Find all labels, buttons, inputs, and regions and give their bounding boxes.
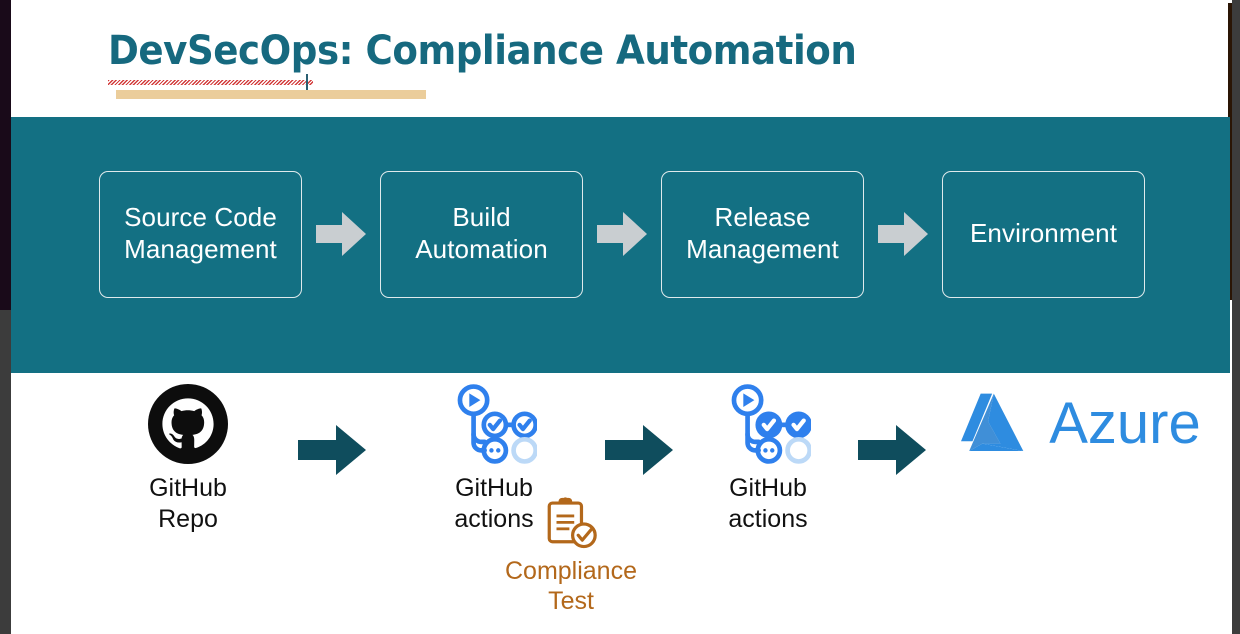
window-edge-strip-right-accent — [1228, 0, 1232, 300]
spellcheck-squiggle-underline — [108, 80, 313, 85]
tool-node-line1: GitHub — [149, 474, 227, 502]
process-box-source-code-management[interactable]: Source Code Management — [99, 170, 302, 298]
clipboard-check-icon — [481, 494, 661, 554]
tool-node-label: GitHub actions — [389, 473, 599, 534]
process-box-line1: Build — [452, 202, 511, 233]
process-box-label: Source Code Management — [124, 202, 277, 265]
tool-node-label: GitHub Repo — [83, 473, 293, 534]
process-box-line1: Environment — [969, 218, 1118, 249]
process-box-line2: Management — [686, 234, 839, 264]
process-box-label: Environment — [970, 218, 1117, 250]
tool-node-label: GitHub actions — [663, 473, 873, 534]
process-box-line2: Automation — [415, 234, 548, 264]
tool-node-line2: actions — [728, 504, 808, 533]
process-box-environment[interactable]: Environment — [942, 170, 1145, 298]
page-title[interactable]: DevSecOps: Compliance Automation — [108, 28, 857, 74]
github-actions-icon — [663, 382, 873, 466]
arrow-right-icon — [583, 210, 661, 258]
tool-node-line2: Repo — [158, 504, 218, 533]
compliance-line2: Test — [548, 587, 594, 615]
arrow-right-icon — [302, 210, 380, 258]
tool-node-github-actions-release[interactable]: GitHub actions — [663, 382, 873, 534]
tool-flow-row: GitHub Repo — [11, 382, 1230, 632]
github-actions-icon — [389, 382, 599, 466]
process-box-line2: Management — [124, 234, 277, 264]
arrow-right-icon — [603, 422, 675, 483]
tool-node-line1: GitHub — [455, 474, 533, 502]
tool-node-github-repo[interactable]: GitHub Repo — [83, 382, 293, 534]
process-flow-row: Source Code Management Build Automation — [99, 170, 1169, 298]
window-edge-strip-left-bottom — [0, 310, 11, 634]
tool-node-azure[interactable]: Azure — [956, 382, 1206, 466]
process-box-label: Release Management — [686, 202, 839, 265]
process-banner: Source Code Management Build Automation — [11, 117, 1230, 373]
arrow-right-icon — [296, 422, 368, 483]
azure-logo-icon: Azure — [956, 382, 1206, 466]
compliance-line1: Compliance — [504, 557, 637, 585]
tool-node-github-actions-build[interactable]: GitHub actions — [389, 382, 599, 534]
tool-node-line1: GitHub — [729, 474, 807, 502]
process-box-build-automation[interactable]: Build Automation — [380, 170, 583, 298]
process-box-line1: Source Code — [124, 202, 277, 233]
title-block[interactable]: DevSecOps: Compliance Automation — [108, 28, 1008, 99]
arrow-right-icon — [864, 210, 942, 258]
tool-node-line2: actions — [454, 504, 534, 533]
azure-wordmark: Azure — [1049, 391, 1201, 456]
compliance-test-node[interactable]: Compliance Test — [481, 494, 661, 616]
arrow-right-icon — [856, 422, 928, 483]
compliance-test-label: Compliance Test — [481, 556, 661, 616]
window-edge-strip-top — [11, 0, 1232, 3]
window-edge-strip-bottom — [11, 632, 1232, 634]
text-cursor — [306, 74, 308, 92]
window-edge-strip-right — [1232, 0, 1240, 634]
process-box-line1: Release — [714, 202, 811, 233]
window-edge-strip-left-top — [0, 0, 11, 310]
title-accent-bar — [116, 90, 426, 99]
process-box-release-management[interactable]: Release Management — [661, 170, 864, 298]
process-box-label: Build Automation — [415, 202, 548, 265]
github-octocat-icon — [83, 382, 293, 466]
azure-logo-wrap: Azure — [961, 392, 1201, 456]
